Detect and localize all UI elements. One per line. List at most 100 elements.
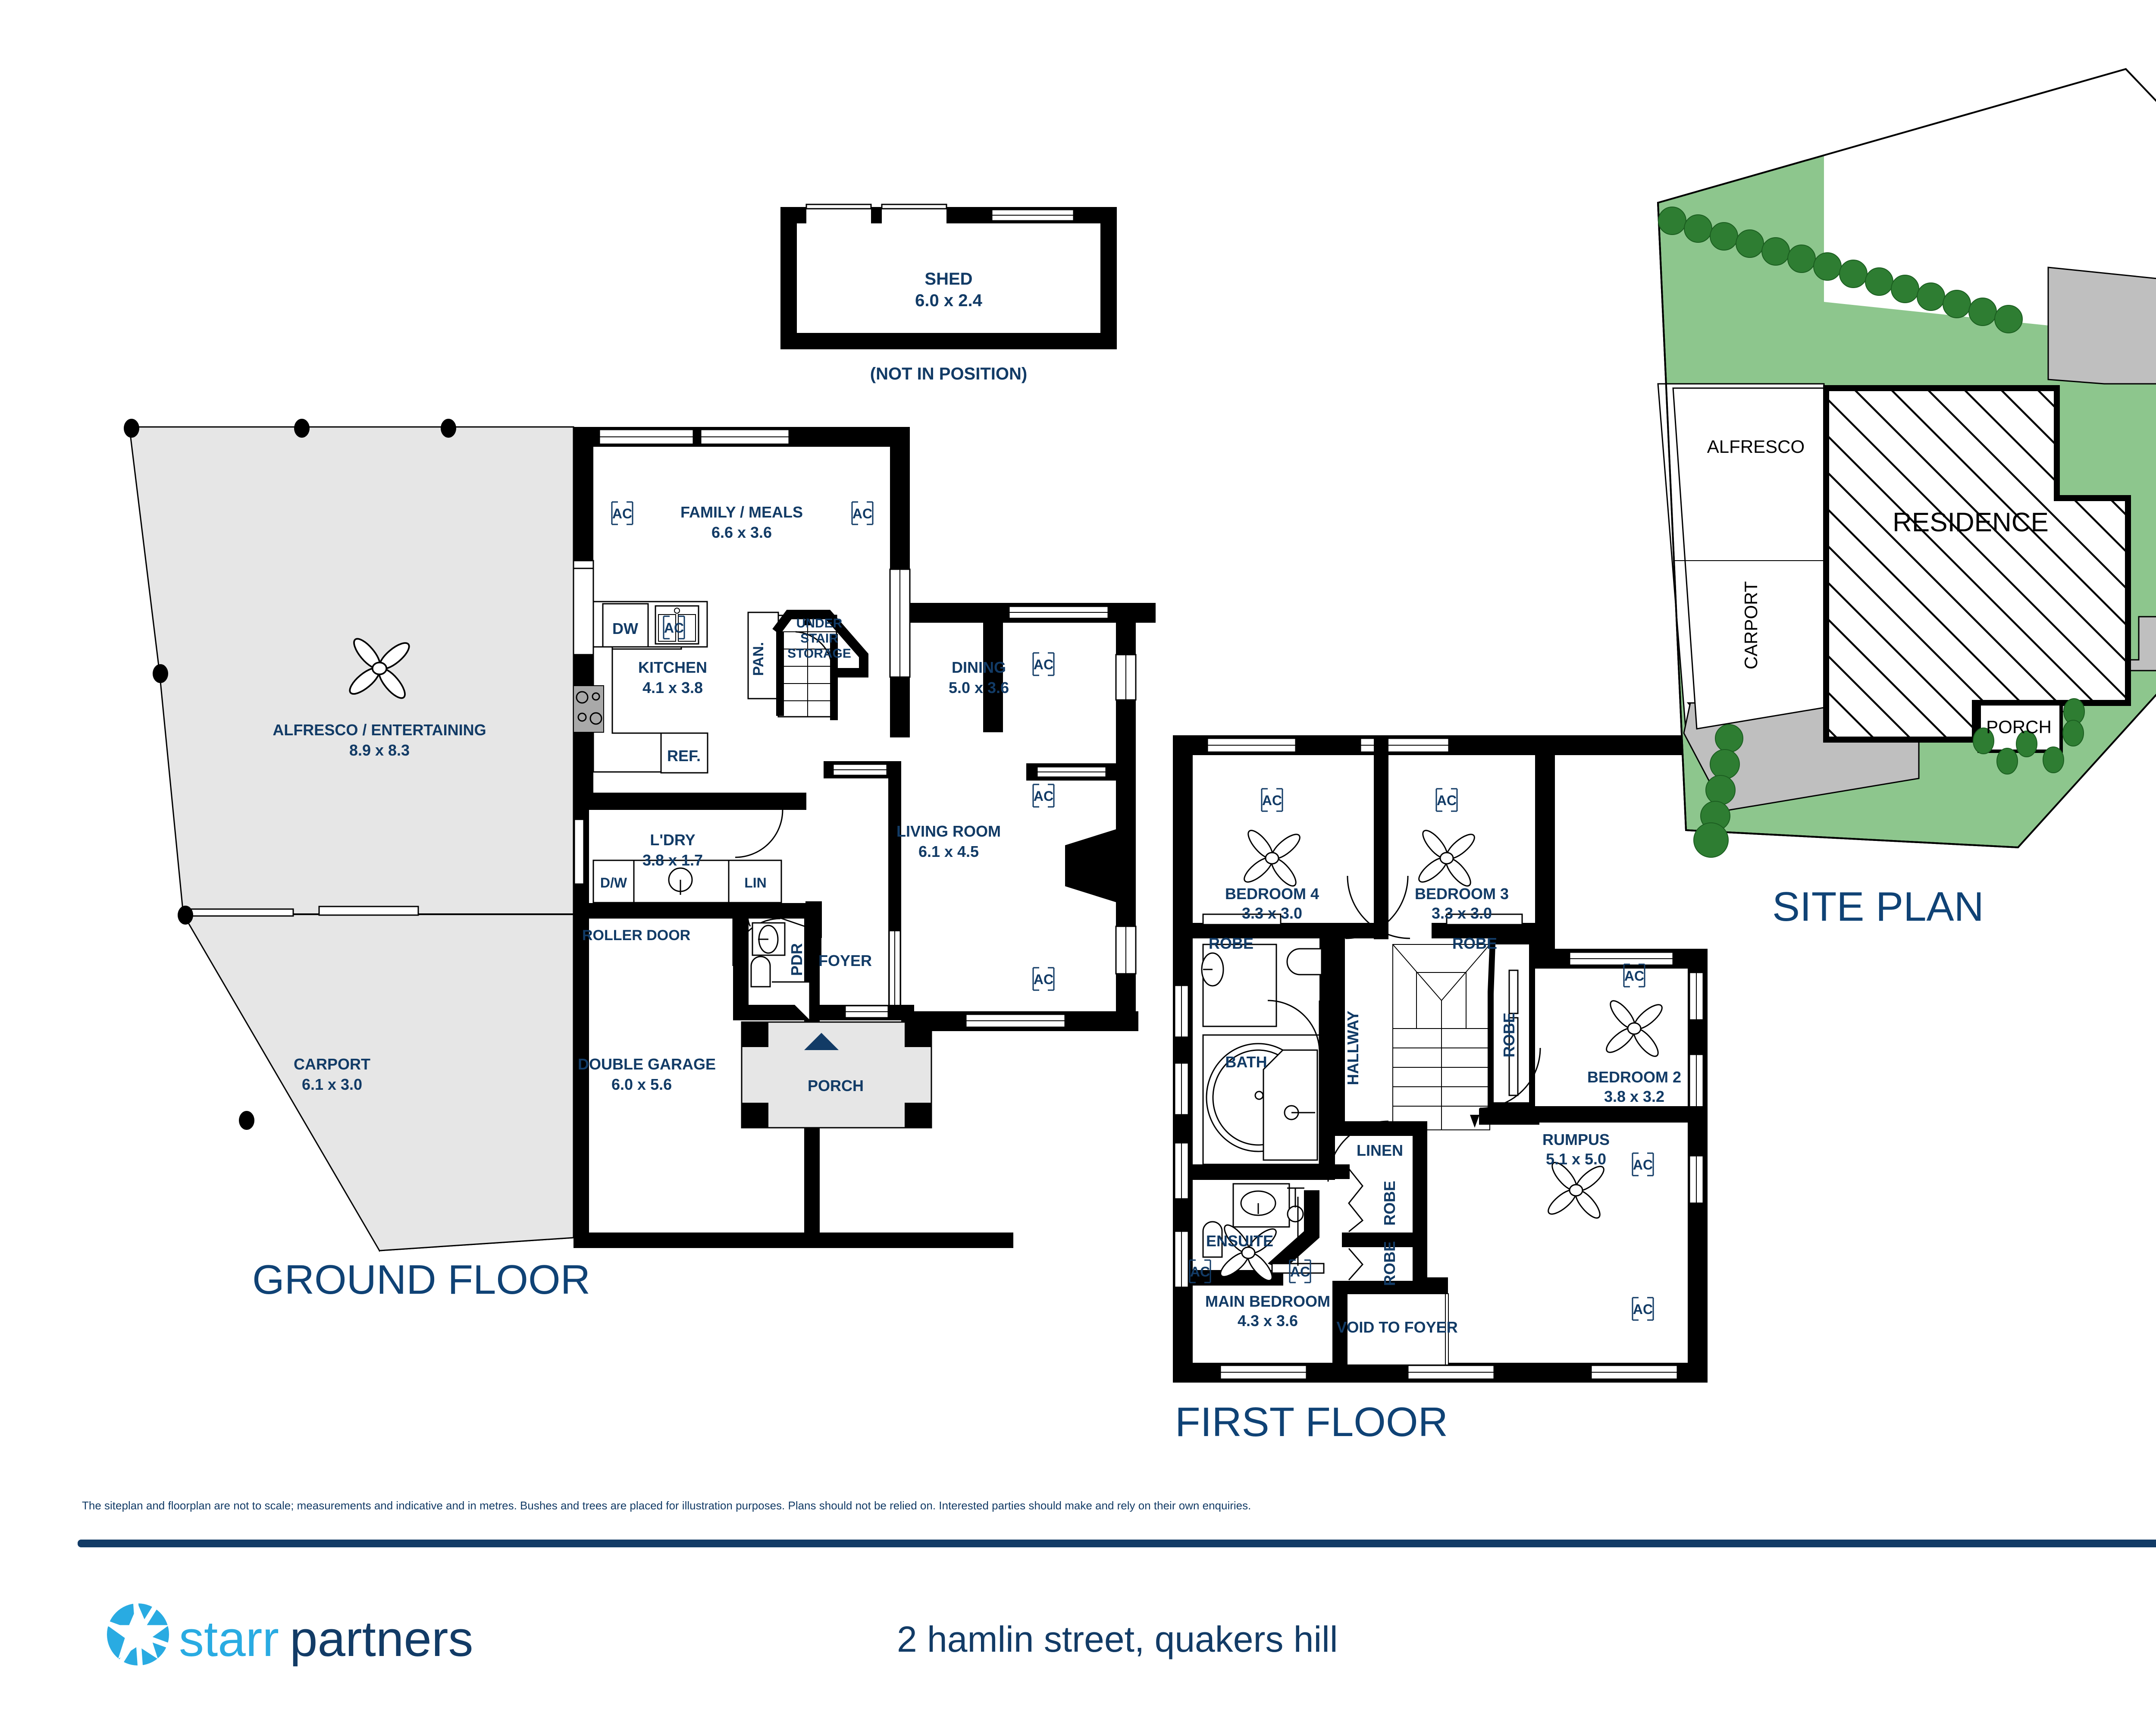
brand-name-light: starr	[179, 1611, 279, 1667]
site-alfresco-label: ALFRESCO	[1707, 436, 1805, 457]
carport-post	[441, 419, 456, 438]
ac-label: AC	[1624, 968, 1644, 984]
room-label-bed4: BEDROOM 4	[1225, 885, 1319, 903]
pantry-slot	[747, 612, 779, 699]
porch-area	[741, 1021, 932, 1129]
robe-label-bed2: ROBE	[1500, 1013, 1518, 1057]
site-carport-label: CARPORT	[1741, 581, 1761, 670]
starr-partners-logo-icon	[107, 1603, 169, 1665]
ac-marker: AC	[1032, 967, 1055, 991]
ceiling-fan-icon	[1220, 1224, 1277, 1281]
room-label-carport: CARPORT	[294, 1055, 370, 1073]
detached-shed-plan: SHED 6.0 x 2.4 (NOT IN POSITION)	[780, 204, 1117, 383]
ground-floor-plan: ALFRESCO / ENTERTAINING 8.9 x 8.3 CARPOR…	[124, 419, 1156, 1303]
room-label-alfresco: ALFRESCO / ENTERTAINING	[273, 721, 486, 739]
cooktop-icon	[573, 685, 604, 733]
room-label-dining: DINING	[952, 659, 1006, 676]
carport-post	[294, 419, 310, 438]
site-hedge-left	[1693, 724, 1743, 858]
fridge-slot	[660, 732, 708, 774]
room-label-bed3: BEDROOM 3	[1415, 885, 1509, 903]
room-label-laundry: L'DRY	[650, 831, 695, 849]
ac-marker: AC	[611, 501, 633, 525]
dishwasher-slot	[602, 603, 649, 648]
site-plan-title: SITE PLAN	[1772, 884, 1984, 930]
ac-label: AC	[852, 506, 872, 521]
room-dims-laundry: 3.8 x 1.7	[642, 851, 703, 869]
shed-position-note: (NOT IN POSITION)	[870, 364, 1027, 383]
site-porch-label: PORCH	[1986, 717, 2052, 737]
entry-arrow-icon	[804, 1033, 839, 1050]
robe-label-bed3: ROBE	[1452, 935, 1497, 952]
room-dims-main-bed: 4.3 x 3.6	[1238, 1312, 1298, 1330]
ac-marker: AC	[1632, 1297, 1654, 1321]
bath-label: BATH	[1225, 1053, 1267, 1071]
porch-label-ground: PORCH	[808, 1077, 864, 1095]
property-address: 2 hamlin street, quakers hill	[897, 1619, 1338, 1659]
ac-marker: AC	[1632, 1152, 1654, 1176]
room-label-kitchen: KITCHEN	[638, 659, 707, 676]
ceiling-fan-icon	[1244, 830, 1300, 887]
footer-divider	[78, 1540, 2156, 1547]
room-label-main-bed: MAIN BEDROOM	[1205, 1292, 1330, 1310]
robe-label-lower: ROBE	[1381, 1241, 1398, 1286]
ac-marker: AC	[1032, 784, 1055, 808]
void-to-foyer-label: VOID TO FOYER	[1336, 1318, 1457, 1336]
laundry-joinery	[592, 859, 782, 903]
under-stair-storage	[772, 610, 868, 720]
disclaimer-text: The siteplan and floorplan are not to sc…	[82, 1499, 1251, 1512]
first-floor-stairs	[1392, 944, 1490, 1130]
ac-label: AC	[612, 506, 632, 521]
ensuite-fixtures	[1202, 1183, 1325, 1274]
site-residence-label: RESIDENCE	[1893, 508, 2049, 537]
ceiling-fan-icon	[1418, 830, 1475, 887]
under-stair-line2: STAIR	[800, 631, 838, 646]
dishwasher-label: DW	[612, 620, 638, 637]
pantry-label: PAN.	[750, 642, 767, 676]
robe-label-bed4: ROBE	[1209, 935, 1253, 952]
ac-label: AC	[1190, 1264, 1210, 1280]
ensuite-label: ENSUITE	[1206, 1232, 1273, 1250]
carport-post	[153, 664, 168, 683]
shed-label: SHED	[924, 270, 972, 289]
ac-marker: AC	[1623, 963, 1645, 988]
under-stair-line3: STORAGE	[787, 646, 851, 661]
ac-marker: AC	[1289, 1259, 1311, 1283]
shed-dims: 6.0 x 2.4	[915, 291, 982, 310]
foyer-label: FOYER	[818, 952, 872, 969]
ground-floor-title: GROUND FLOOR	[252, 1257, 590, 1303]
room-label-garage: DOUBLE GARAGE	[578, 1055, 716, 1073]
ceiling-fan-icon	[1606, 1000, 1663, 1057]
roller-door-label: ROLLER DOOR	[582, 927, 690, 944]
ac-marker: AC	[663, 615, 685, 640]
ac-marker: AC	[1032, 652, 1055, 676]
ac-marker: AC	[1261, 788, 1283, 812]
room-label-bed2: BEDROOM 2	[1587, 1068, 1681, 1086]
carport-post	[239, 1111, 254, 1130]
site-shrubs-porch	[1973, 698, 2085, 775]
room-dims-bed2: 3.8 x 3.2	[1604, 1088, 1664, 1105]
carport-post	[124, 419, 139, 438]
footer: The siteplan and floorplan are not to sc…	[78, 1499, 2156, 1667]
room-dims-bed3: 3.3 x 3.0	[1432, 904, 1492, 922]
ceiling-fan-icon	[1548, 1162, 1604, 1219]
ac-label: AC	[1633, 1157, 1653, 1173]
room-dims-dining: 5.0 x 3.6	[949, 679, 1009, 696]
room-label-family: FAMILY / MEALS	[680, 503, 803, 521]
ground-floor-walls	[573, 427, 1156, 1248]
room-dims-garage: 6.0 x 5.6	[611, 1076, 672, 1093]
carport-post	[178, 906, 193, 925]
ac-label: AC	[664, 620, 684, 636]
ac-label: AC	[1034, 972, 1053, 987]
room-dims-carport: 6.1 x 3.0	[302, 1076, 362, 1093]
first-floor-plan: ROBE LINEN ROBE ROBE VOID TO FOYER	[1173, 735, 1708, 1445]
washer-label: D/W	[600, 875, 627, 891]
under-stair-line1: UNDER	[796, 616, 843, 630]
robe-label-upper: ROBE	[1381, 1181, 1398, 1226]
linen-label-first: LINEN	[1357, 1142, 1403, 1159]
first-floor-title: FIRST FLOOR	[1175, 1399, 1448, 1445]
ac-label: AC	[1034, 657, 1053, 672]
site-plan: RESIDENCE ALFRESCO CARPORT PORCH SHED SI…	[1657, 56, 2156, 930]
ac-label: AC	[1262, 793, 1282, 808]
